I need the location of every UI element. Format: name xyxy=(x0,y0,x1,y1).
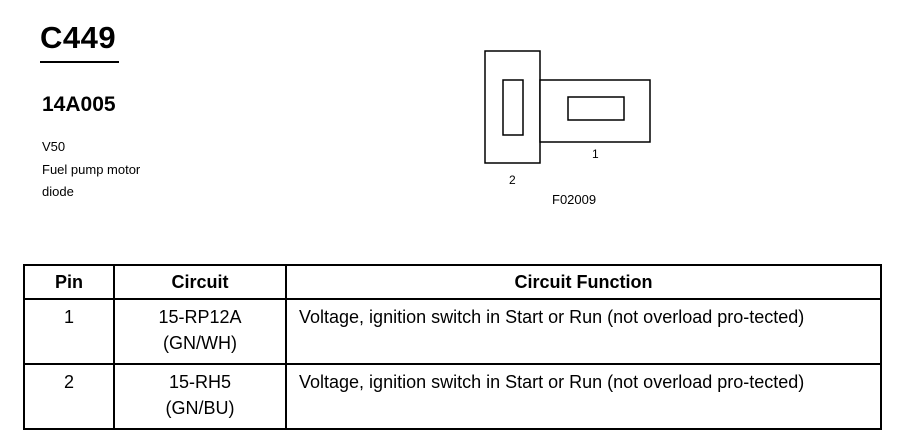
connector-diagram xyxy=(484,50,651,164)
column-header-circuit: Circuit xyxy=(113,264,287,300)
description-line-2: Fuel pump motor xyxy=(42,162,141,177)
connector-id-underline xyxy=(40,61,119,63)
description-line-1: V50 xyxy=(42,139,66,154)
column-header-circuit-function: Circuit Function xyxy=(285,264,882,300)
table-row: 1 15-RP12A (GN/WH) Voltage, ignition swi… xyxy=(23,298,882,365)
table-header-row: Pin Circuit Circuit Function xyxy=(23,264,882,300)
circuit-cell: 15-RP12A (GN/WH) xyxy=(113,298,287,365)
pin-table: Pin Circuit Circuit Function 1 15-RP12A … xyxy=(23,264,882,430)
pin-cell: 1 xyxy=(23,298,115,365)
table-row: 2 15-RH5 (GN/BU) Voltage, ignition switc… xyxy=(23,363,882,430)
terminal-pin-1 xyxy=(567,96,625,121)
terminal-pin-2 xyxy=(502,79,524,136)
circuit-function-cell: Voltage, ignition switch in Start or Run… xyxy=(285,363,882,430)
description-line-3: diode xyxy=(42,184,74,199)
pin-1-label: 1 xyxy=(592,147,599,161)
circuit-code: 15-RH5 xyxy=(168,372,232,392)
part-number: 14A005 xyxy=(42,93,116,116)
connector-id: C449 xyxy=(40,20,117,55)
figure-code: F02009 xyxy=(552,192,597,207)
circuit-color: (GN/WH) xyxy=(163,333,237,353)
pin-2-label: 2 xyxy=(509,173,516,187)
pin-cell: 2 xyxy=(23,363,115,430)
circuit-function-cell: Voltage, ignition switch in Start or Run… xyxy=(285,298,882,365)
circuit-cell: 15-RH5 (GN/BU) xyxy=(113,363,287,430)
circuit-code: 15-RP12A xyxy=(158,307,242,327)
circuit-color: (GN/BU) xyxy=(165,398,235,418)
column-header-pin: Pin xyxy=(23,264,115,300)
